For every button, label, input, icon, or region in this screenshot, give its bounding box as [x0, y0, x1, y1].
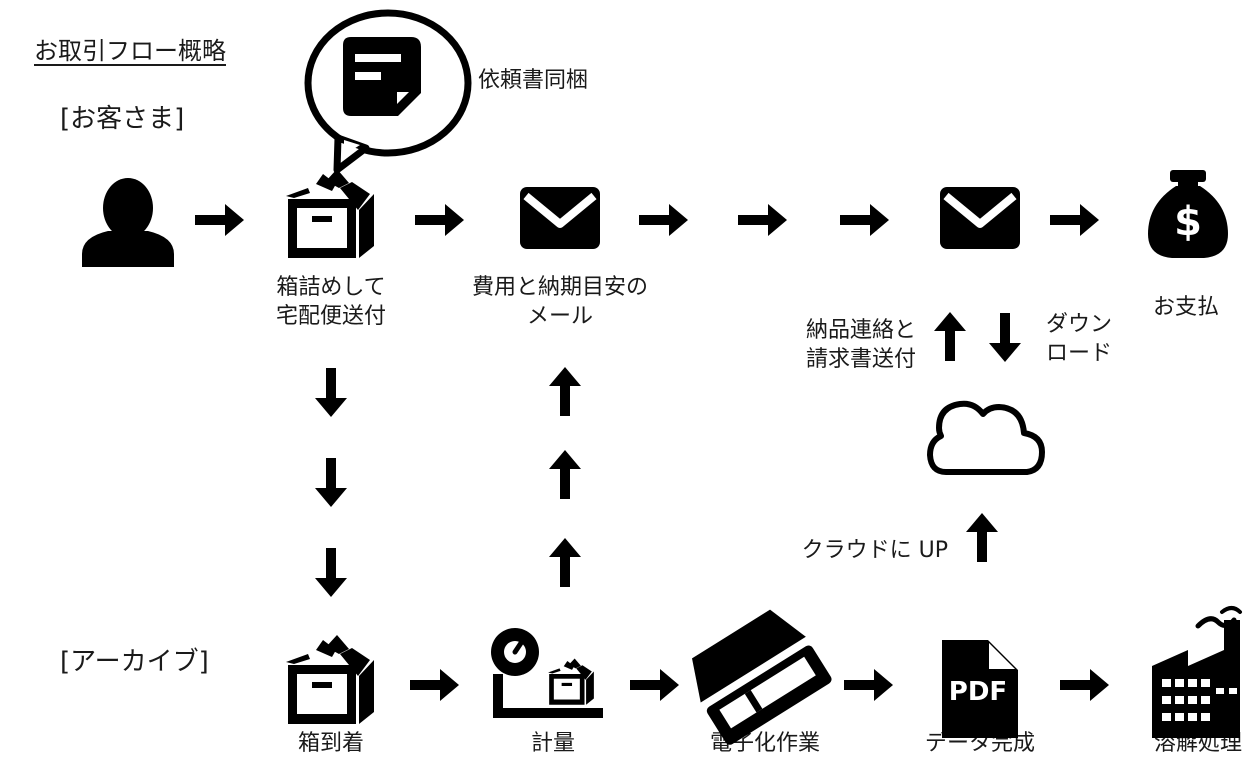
step-delivery-notice-label: 納品連絡と請求書送付 [805, 318, 916, 373]
svg-text:PDF: PDF [949, 677, 1007, 707]
arrow-right [1060, 669, 1109, 701]
step-payment-label: お支払 [1152, 295, 1220, 320]
cloud-icon [927, 400, 1045, 475]
scale-icon [491, 628, 603, 718]
arrow-up [549, 538, 581, 587]
svg-text:$: $ [1174, 199, 1202, 245]
pdf-file-icon: PDF [942, 640, 1018, 738]
factory-icon [1152, 606, 1242, 738]
open-box-icon [286, 169, 374, 258]
lane-label-customer: [お客さま] [60, 104, 185, 134]
speech-bubble-note-icon [304, 9, 472, 174]
arrow-up [934, 312, 966, 361]
scanner-icon [692, 609, 832, 745]
arrow-down [315, 548, 347, 597]
open-box-icon [286, 635, 374, 724]
envelope-icon [520, 187, 600, 249]
arrow-up [966, 513, 998, 562]
step-pack-ship-label: 箱詰めして宅配便送付 [275, 275, 387, 330]
arrow-right [415, 204, 464, 236]
envelope-icon [940, 187, 1020, 249]
arrow-right [844, 669, 893, 701]
arrow-up [549, 450, 581, 499]
arrow-right [738, 204, 787, 236]
arrow-up [549, 367, 581, 416]
step-box-arrival-label: 箱到着 [297, 731, 365, 756]
callout-label: 依頼書同梱 [478, 68, 589, 93]
page-title: お取引フロー概略 [34, 37, 226, 65]
arrow-down [315, 368, 347, 417]
money-bag-icon: $ [1148, 170, 1228, 258]
step-weighing-label: 計量 [530, 731, 576, 756]
arrow-down [989, 313, 1021, 362]
arrow-right [195, 204, 244, 236]
arrow-down [315, 458, 347, 507]
arrow-right [630, 669, 679, 701]
arrow-right [1050, 204, 1099, 236]
arrow-right [840, 204, 889, 236]
arrow-right [410, 669, 459, 701]
step-upload-label: クラウドに UP [801, 538, 948, 563]
person-icon [82, 178, 174, 267]
arrow-right [639, 204, 688, 236]
lane-label-archive: [アーカイブ] [60, 647, 209, 677]
step-quote-mail-label: 費用と納期目安のメール [471, 275, 649, 330]
step-download-label: ダウンロード [1046, 312, 1113, 367]
